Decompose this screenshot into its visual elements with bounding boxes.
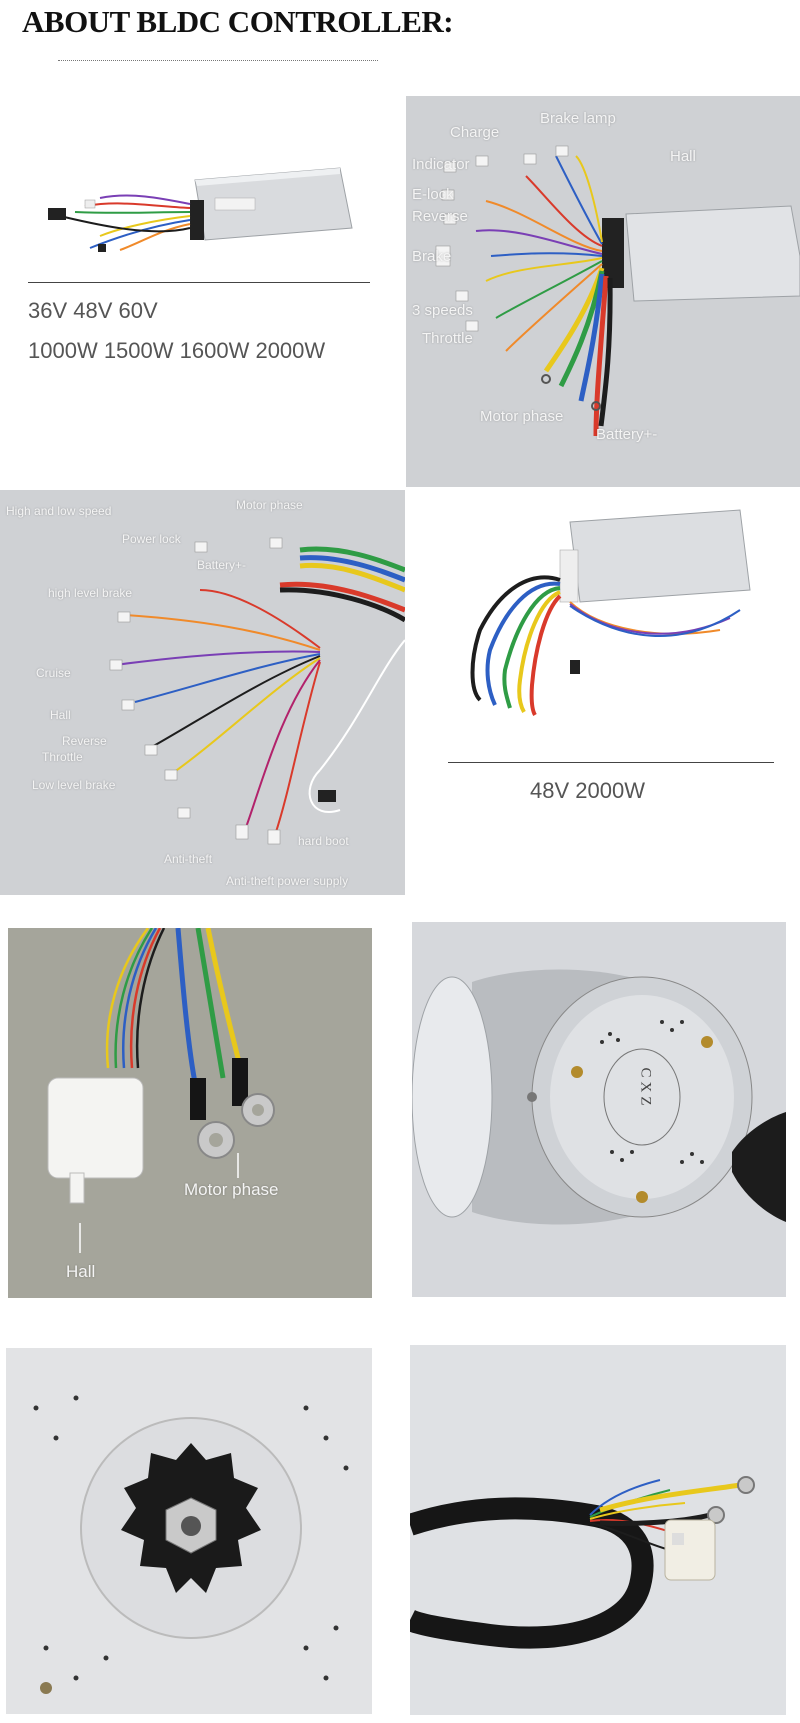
label-indicator: Indicator xyxy=(412,156,470,173)
label-brake-lamp: Brake lamp xyxy=(540,110,616,127)
harness-wiring-image xyxy=(109,537,405,845)
sprocket-panel xyxy=(6,1348,372,1714)
label-anti-theft: Anti-theft xyxy=(164,852,213,866)
label-charge: Charge xyxy=(450,124,500,141)
harness-wiring-panel: High and low speed Motor phase Power loc… xyxy=(0,490,405,895)
label-brake: Brake xyxy=(412,248,452,265)
motor-connectors-image xyxy=(8,928,372,1298)
label-battery: Battery+- xyxy=(197,558,247,572)
controller-wiring-image xyxy=(435,145,800,437)
controller-2000w-panel: 48V 2000W xyxy=(420,500,800,820)
page-title: ABOUT BLDC CONTROLLER: xyxy=(22,4,454,39)
label-throttle: Throttle xyxy=(42,750,83,764)
label-reverse: Reverse xyxy=(412,208,468,225)
controller-wiring-panel: Charge Brake lamp Indicator Hall E-lock … xyxy=(406,96,800,487)
label-hall: Hall xyxy=(66,1262,96,1281)
spec-divider xyxy=(28,282,370,283)
motor-cable-panel xyxy=(410,1345,786,1715)
label-hall: Hall xyxy=(670,148,696,165)
controller-product-panel: 36V 48V 60V 1000W 1500W 1600W 2000W xyxy=(0,88,370,443)
sprocket-image xyxy=(6,1348,372,1714)
motor-body-image xyxy=(412,922,786,1297)
motor-cable-image xyxy=(410,1345,786,1715)
label-reverse: Reverse xyxy=(62,734,107,748)
label-motor-phase: Motor phase xyxy=(236,498,303,512)
label-battery: Battery+- xyxy=(596,426,658,443)
label-three-speeds: 3 speeds xyxy=(412,302,473,319)
title-underline xyxy=(58,60,378,61)
label-e-lock: E-lock xyxy=(412,186,454,203)
spec-divider xyxy=(448,762,774,763)
label-high-low-speed: High and low speed xyxy=(6,504,112,518)
motor-connectors-panel: Motor phase Hall xyxy=(8,928,372,1298)
motor-brand-text: CXZ xyxy=(637,1067,654,1110)
controller-2000w-image xyxy=(470,509,751,717)
label-high-level-brake: high level brake xyxy=(48,586,133,600)
motor-body-panel: CXZ xyxy=(412,922,786,1297)
label-power-lock: Power lock xyxy=(122,532,181,546)
label-hard-boot: hard boot xyxy=(298,834,349,848)
voltage-spec: 36V 48V 60V xyxy=(28,298,158,323)
label-hall: Hall xyxy=(50,708,71,722)
power-spec: 1000W 1500W 1600W 2000W xyxy=(28,338,326,363)
label-motor-phase: Motor phase xyxy=(184,1180,279,1199)
label-cruise: Cruise xyxy=(36,666,71,680)
label-throttle: Throttle xyxy=(422,330,473,347)
controller-spec: 48V 2000W xyxy=(530,778,645,803)
label-low-level-brake: Low level brake xyxy=(32,778,116,792)
label-anti-theft-power: Anti-theft power supply xyxy=(226,874,349,888)
controller-image xyxy=(48,167,353,252)
label-motor-phase: Motor phase xyxy=(480,408,564,425)
